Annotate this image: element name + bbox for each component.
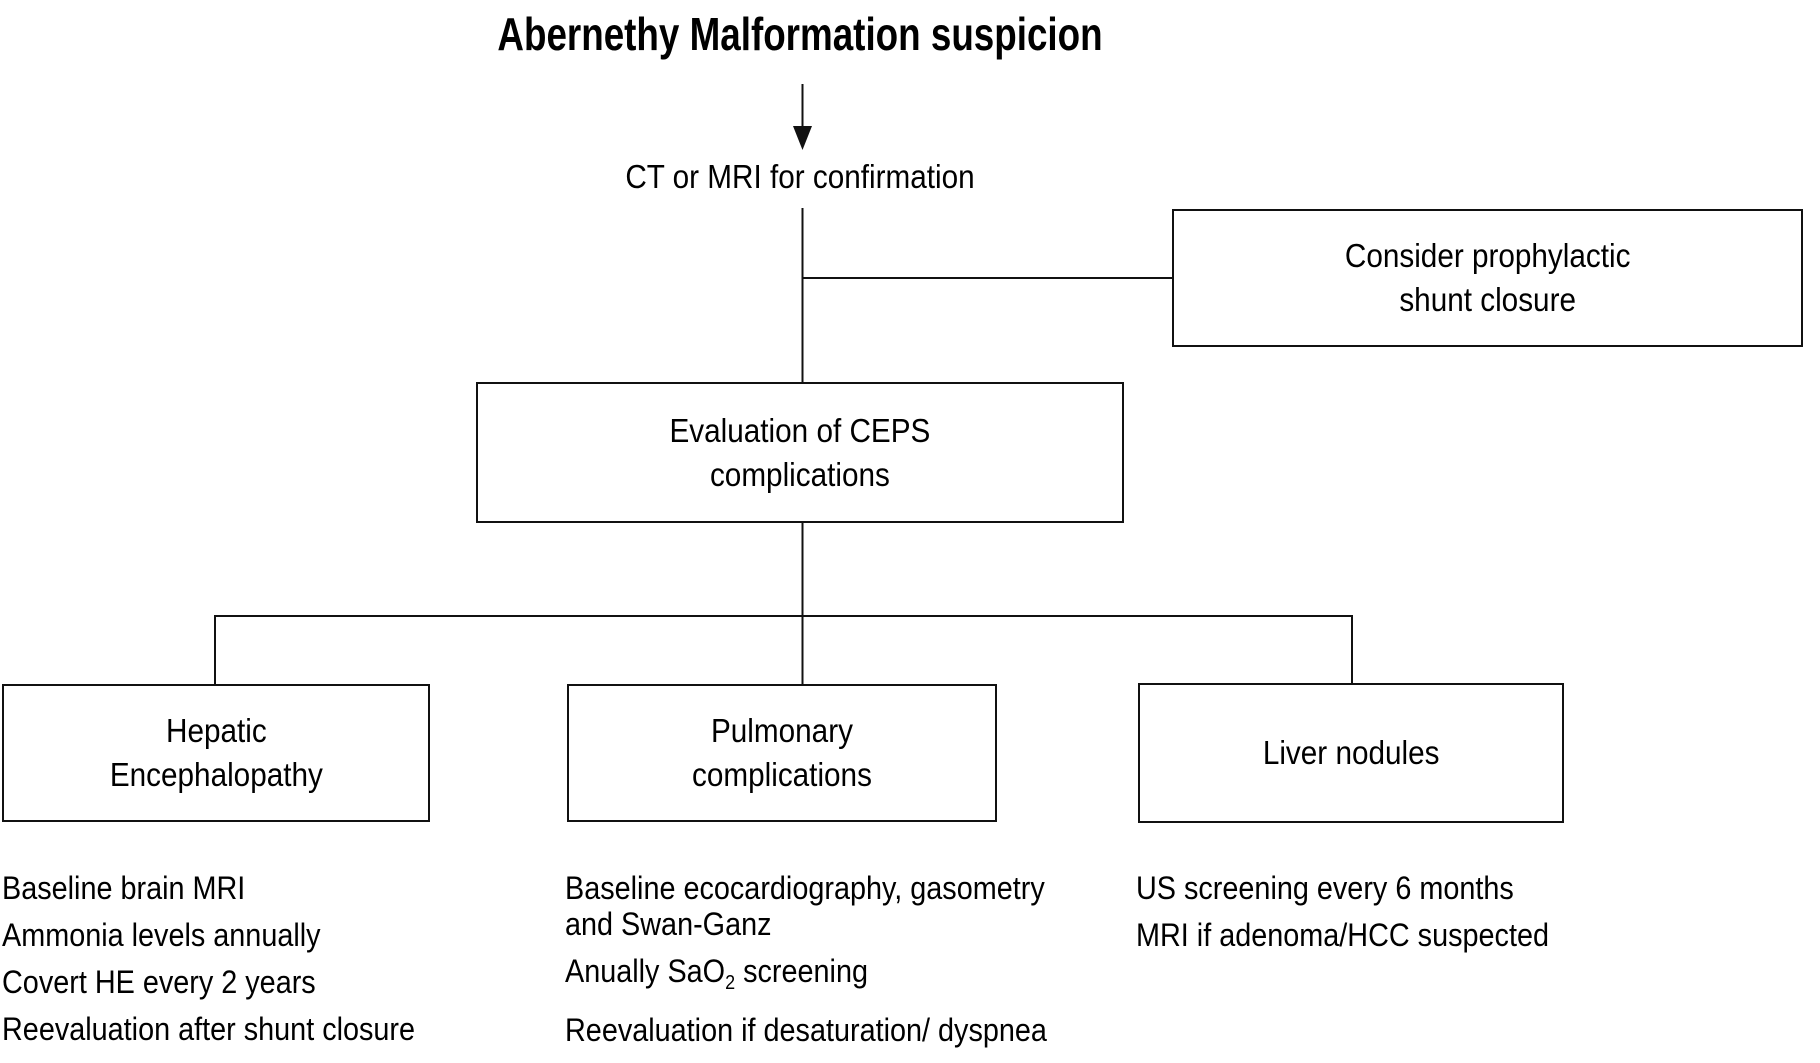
sao2-text-post: screening: [735, 953, 868, 989]
pulmonary-followup-item-wrap: and Swan-Ganz: [565, 906, 772, 942]
liver-box-text: Liver nodules: [1263, 731, 1440, 775]
sao2-text-pre: Anually SaO: [565, 953, 726, 989]
liver-box-line1: Liver nodules: [1262, 734, 1440, 771]
pulmonary-box-text: Pulmonary complications: [692, 709, 872, 797]
hepatic-encephalopathy-box: Hepatic Encephalopathy: [2, 684, 430, 822]
prophylactic-shunt-closure-box: Consider prophylactic shunt closure: [1172, 209, 1803, 347]
hepatic-box-text: Hepatic Encephalopathy: [109, 709, 322, 797]
prophylactic-box-line1: Consider prophylactic: [1344, 237, 1631, 274]
pulmonary-followup-item: Reevaluation if desaturation/ dyspnea: [565, 1012, 1047, 1048]
hepatic-followup-list: Baseline brain MRI Ammonia levels annual…: [2, 869, 461, 1057]
ceps-box-text: Evaluation of CEPS complications: [670, 409, 931, 497]
pulmonary-followup-item: Baseline ecocardiography, gasometry: [565, 870, 1045, 906]
prophylactic-box-line2: shunt closure: [1399, 281, 1576, 318]
pulmonary-followup-item-sao2: Anually SaO2 screening: [565, 952, 1047, 1002]
hepatic-followup-item: Ammonia levels annually: [2, 917, 321, 953]
diagram-title: Abernethy Malformation suspicion: [497, 8, 1103, 60]
pulmonary-box-line1: Pulmonary: [711, 712, 853, 749]
liver-followup-item: MRI if adenoma/HCC suspected: [1136, 917, 1549, 953]
ct-mri-confirmation-label: CT or MRI for confirmation: [625, 158, 975, 195]
pulmonary-complications-box: Pulmonary complications: [567, 684, 997, 822]
ceps-box-line2: complications: [710, 455, 890, 493]
hepatic-followup-item: Baseline brain MRI: [2, 870, 246, 906]
pulmonary-followup-list: Baseline ecocardiography, gasometry and …: [565, 869, 1100, 1058]
prophylactic-box-text: Consider prophylactic shunt closure: [1345, 234, 1631, 322]
ceps-box-line1: Evaluation of CEPS: [669, 411, 931, 449]
hepatic-box-line1: Hepatic: [165, 712, 267, 749]
hepatic-followup-item: Covert HE every 2 years: [2, 964, 316, 1000]
liver-followup-item: US screening every 6 months: [1136, 870, 1514, 906]
liver-followup-list: US screening every 6 months MRI if adeno…: [1136, 869, 1595, 963]
arrowhead-icon: [793, 126, 812, 150]
pulmonary-box-line2: complications: [692, 756, 872, 793]
sao2-subscript: 2: [725, 972, 736, 994]
hepatic-box-line2: Encephalopathy: [109, 756, 323, 793]
ceps-evaluation-box: Evaluation of CEPS complications: [476, 382, 1124, 523]
hepatic-followup-item: Reevaluation after shunt closure: [2, 1011, 416, 1047]
liver-nodules-box: Liver nodules: [1138, 683, 1564, 823]
